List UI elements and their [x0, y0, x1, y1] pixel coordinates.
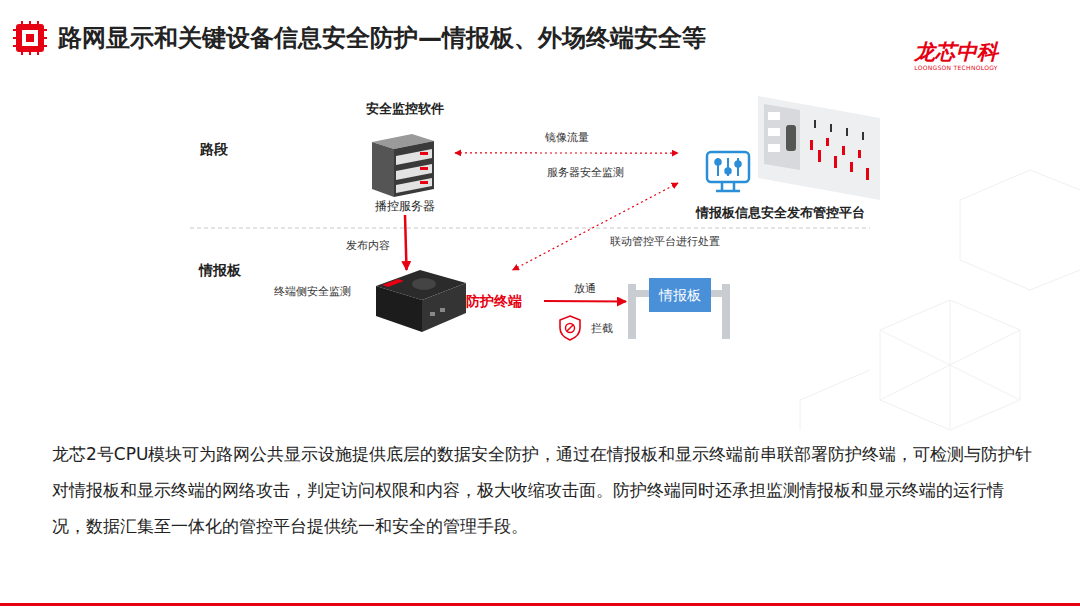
node-text: 情报板 [649, 278, 711, 312]
block-icon [560, 316, 580, 340]
connector [455, 152, 678, 153]
chip-icon [13, 21, 47, 55]
flow-label: 拦截 [591, 321, 613, 336]
platform-node: 情报板信息安全发布管控平台 [678, 92, 882, 222]
terminal-node: 防护终端 [370, 270, 544, 332]
connector [544, 300, 626, 303]
server-node: 安全监控软件播控服务器 [355, 100, 455, 215]
node-text: 防护终端 [370, 270, 544, 332]
divider-line [190, 228, 870, 229]
logo-text: 龙芯中科 [914, 38, 998, 66]
terminal-device [376, 270, 466, 332]
flow-label: 终端侧安全监测 [274, 284, 351, 299]
zone-label: 情报板 [199, 262, 241, 280]
platform-panel [758, 96, 880, 200]
caption-text: 龙芯2号CPU模块可为路网公共显示设施提供底层的数据安全防护，通过在情报板和显示… [52, 436, 1037, 544]
zone-label: 路段 [200, 141, 228, 159]
info-board-node: 情报板 [626, 276, 732, 340]
connector [513, 183, 678, 270]
edge-label: 放通 [572, 281, 598, 296]
flow-label: 服务器安全监测 [547, 165, 624, 180]
connector [405, 215, 407, 270]
bottom-bar [0, 603, 1080, 606]
node-text: 安全监控软件 [366, 100, 444, 118]
edge-label: 联动管控平台进行处置 [608, 233, 722, 248]
edge-label: 发布内容 [344, 237, 392, 252]
platform-icon [707, 152, 749, 191]
node-text: 情报板信息安全发布管控平台 [696, 204, 865, 222]
edge-label: 镜像流量 [543, 130, 591, 145]
server-icon [372, 134, 434, 197]
node-text: 播控服务器 [375, 198, 435, 215]
logo-subtext: LOONGSON TECHNOLOGY [914, 64, 998, 71]
slide-title: 路网显示和关键设备信息安全防护—情报板、外场终端安全等 [58, 22, 706, 54]
